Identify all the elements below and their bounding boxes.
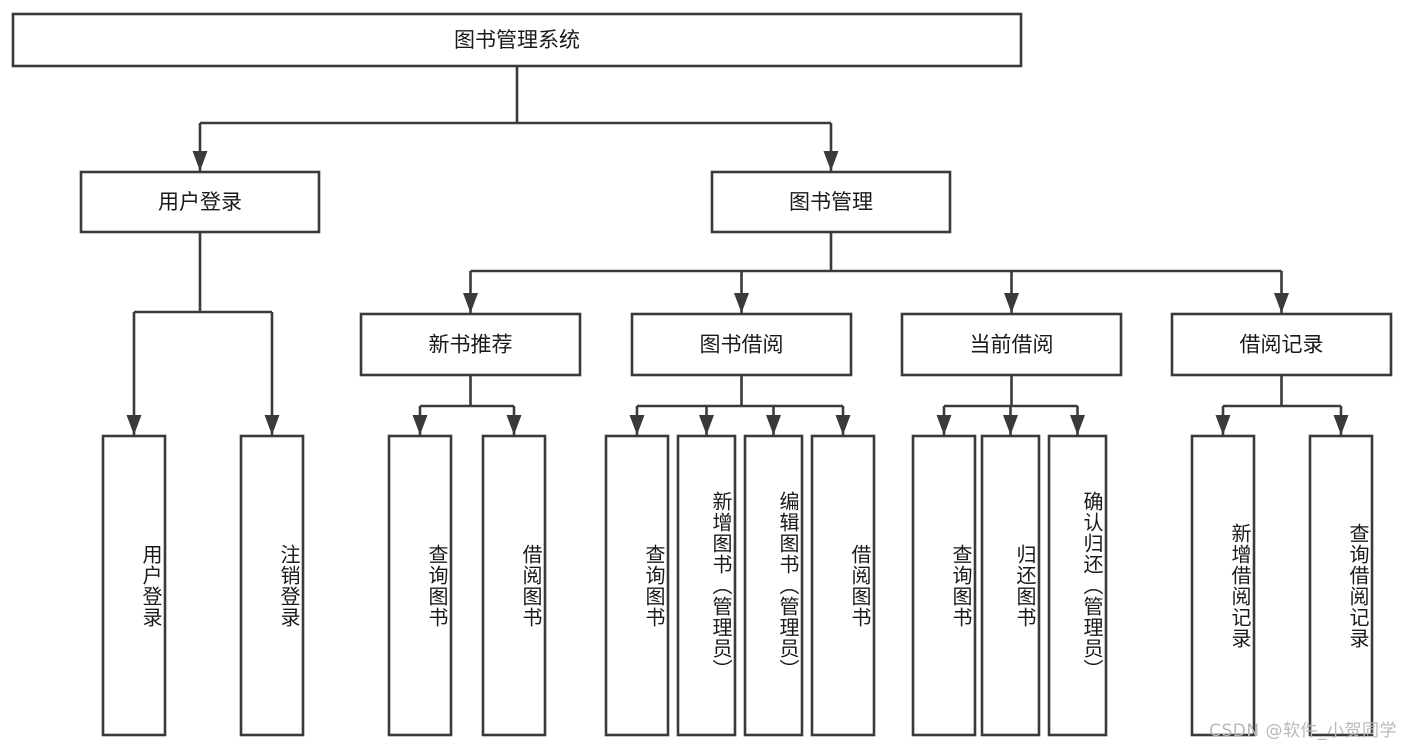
node-new-book-recommend-box [359, 312, 582, 377]
node-leaf-user-login[interactable] [101, 434, 167, 737]
node-leaf-query-borrow-record[interactable] [1308, 434, 1374, 737]
arrow-head-icon [734, 293, 749, 313]
arrow-head-icon [835, 415, 851, 435]
arrow-head-icon [766, 415, 781, 435]
node-leaf-confirm-return-admin-box [1047, 434, 1108, 737]
arrow-head-icon [126, 415, 142, 435]
node-new-book-recommend-label: 新书推荐 [429, 333, 513, 357]
node-user-login-box [79, 170, 321, 234]
node-borrow-record-box [1170, 312, 1393, 377]
node-borrow-record[interactable]: 借阅记录 [1170, 312, 1393, 377]
arrow-head-icon [1274, 293, 1289, 313]
node-current-borrow[interactable]: 当前借阅 [900, 312, 1123, 377]
node-leaf-return-book-box [980, 434, 1041, 737]
node-leaf-query-book-1-box [387, 434, 453, 737]
arrow-head-icon [699, 415, 714, 435]
node-book-management-label: 图书管理 [789, 190, 873, 214]
node-book-management-box [710, 170, 952, 234]
node-root-label: 图书管理系统 [454, 28, 580, 52]
node-leaf-add-book-admin-box [676, 434, 737, 737]
node-leaf-query-borrow-record-box [1308, 434, 1374, 737]
node-book-borrow-label: 图书借阅 [700, 333, 784, 357]
node-user-login[interactable]: 用户登录 [79, 170, 321, 234]
node-leaf-query-book-2[interactable] [604, 434, 670, 737]
node-book-borrow-box [630, 312, 853, 377]
arrow-head-icon [936, 415, 952, 435]
node-leaf-add-borrow-record-box [1190, 434, 1256, 737]
node-current-borrow-box [900, 312, 1123, 377]
arrow-head-icon [1070, 415, 1085, 435]
node-leaf-user-login-box [101, 434, 167, 737]
node-leaf-add-book-admin[interactable] [676, 434, 737, 737]
node-leaf-query-book-1[interactable] [387, 434, 453, 737]
node-borrow-record-label: 借阅记录 [1240, 333, 1324, 357]
arrow-head-icon [463, 293, 478, 313]
node-leaf-logout[interactable] [239, 434, 305, 737]
arrow-head-icon [506, 415, 522, 435]
arrow-head-icon [1215, 415, 1231, 435]
node-book-borrow[interactable]: 图书借阅 [630, 312, 853, 377]
watermark: CSDN @软件_小贺同学 [1209, 721, 1397, 741]
node-leaf-query-book-3-box [911, 434, 977, 737]
arrow-head-icon [1004, 293, 1019, 313]
node-leaf-edit-book-admin[interactable] [743, 434, 804, 737]
node-new-book-recommend[interactable]: 新书推荐 [359, 312, 582, 377]
connector-layer [126, 66, 1349, 435]
node-leaf-logout-box [239, 434, 305, 737]
arrow-head-icon [1003, 415, 1018, 435]
arrow-head-icon [192, 151, 208, 171]
node-root-box [11, 12, 1023, 68]
node-leaf-borrow-book-2-box [810, 434, 876, 737]
arrow-head-icon [823, 151, 839, 171]
node-user-login-label: 用户登录 [158, 190, 242, 214]
node-leaf-return-book[interactable] [980, 434, 1041, 737]
node-leaf-add-borrow-record[interactable] [1190, 434, 1256, 737]
arrow-head-icon [264, 415, 280, 435]
node-root[interactable]: 图书管理系统 [11, 12, 1023, 68]
node-leaf-borrow-book-1[interactable] [481, 434, 547, 737]
node-current-borrow-label: 当前借阅 [970, 333, 1054, 357]
node-leaf-query-book-3[interactable] [911, 434, 977, 737]
node-leaf-borrow-book-1-box [481, 434, 547, 737]
node-leaf-borrow-book-2[interactable] [810, 434, 876, 737]
node-leaf-confirm-return-admin[interactable] [1047, 434, 1108, 737]
arrow-head-icon [1333, 415, 1349, 435]
arrow-head-icon [412, 415, 428, 435]
node-leaf-edit-book-admin-box [743, 434, 804, 737]
arrow-head-icon [629, 415, 645, 435]
node-book-management[interactable]: 图书管理 [710, 170, 952, 234]
node-leaf-query-book-2-box [604, 434, 670, 737]
